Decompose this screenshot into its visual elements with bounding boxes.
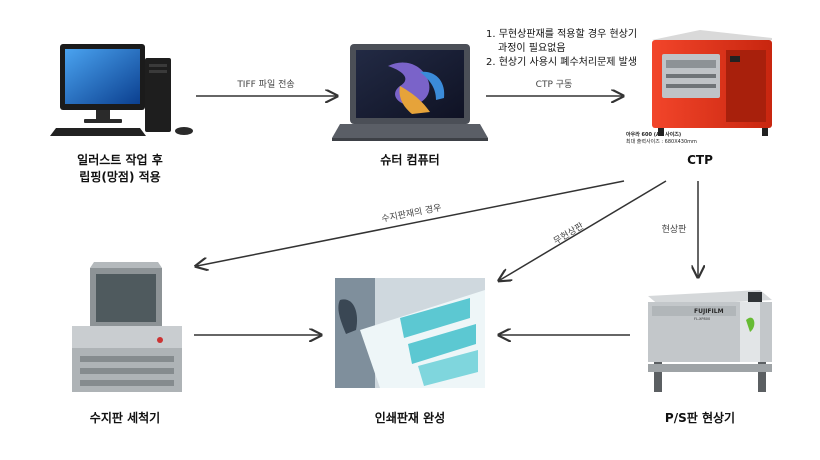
illustrator-label-line2: 립핑(망점) 적용 xyxy=(79,170,161,184)
arrow-resin-case xyxy=(197,180,625,266)
node-label-illustrator: 일러스트 작업 후 립핑(망점) 적용 xyxy=(60,152,180,186)
ctp-machine-image xyxy=(652,30,772,136)
developer-model-text: FL-XP800 xyxy=(694,317,710,321)
node-label-print-complete: 인쇄판재 완성 xyxy=(374,411,446,425)
ps-developer-image: FUJIFILM FL-XP800 xyxy=(648,290,772,392)
fujifilm-brand-text: FUJIFILM xyxy=(694,308,724,315)
arrow-no-develop xyxy=(500,180,667,280)
edge-label-no-develop: 무현상판 xyxy=(552,221,586,247)
ctp-caption-size: 최대 출력사이즈 : 680X430mm xyxy=(626,139,697,145)
node-label-ps-developer: P/S판 현상기 xyxy=(664,411,736,425)
edge-label-resin: 수지판재의 경우 xyxy=(380,201,442,224)
node-label-ctp: CTP xyxy=(687,153,713,167)
laptop-image xyxy=(332,44,488,141)
printed-plate-image xyxy=(335,278,485,388)
ctp-caption-model: 아우라 600 (A2 사이즈) xyxy=(626,132,682,138)
node-label-resin-washer: 수지판 세척기 xyxy=(89,411,161,425)
note-line-3: 2. 현상기 사용시 폐수처리문제 발생 xyxy=(486,57,638,68)
note-line-1: 1. 무현상판재를 적용할 경우 현상기 xyxy=(486,29,638,40)
ctp-caption: 아우라 600 (A2 사이즈) 최대 출력사이즈 : 680X430mm xyxy=(626,132,697,146)
edge-label-develop: 현상판 xyxy=(662,224,687,235)
node-label-shooter: 슈터 컴퓨터 xyxy=(380,153,440,167)
edge-label-tiff: TIFF 파일 전송 xyxy=(236,79,294,90)
note-line-2: 과정이 필요없음 xyxy=(498,43,566,54)
desktop-computer-image xyxy=(50,44,193,136)
resin-washer-image xyxy=(72,262,182,392)
process-note: 1. 무현상판재를 적용할 경우 현상기 과정이 필요없음 2. 현상기 사용시… xyxy=(486,28,637,70)
edge-label-ctp-drive: CTP 구동 xyxy=(536,79,573,90)
illustrator-label-line1: 일러스트 작업 후 xyxy=(77,153,163,167)
